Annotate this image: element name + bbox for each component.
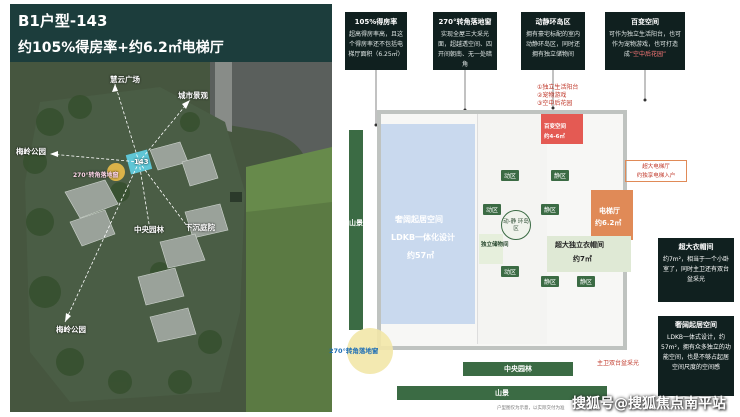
label-corner: 270°转角落地窗	[73, 172, 119, 179]
elevator-title: 电梯厅	[599, 207, 620, 215]
feature-body-text: 可作为独立生活阳台，也可作为宠物游戏，也可打造成	[608, 31, 681, 58]
wardrobe-box: 超大衣帽间 约7m²，相当于一个小卧室了，同时主卫还有双台盆采光	[658, 238, 734, 302]
side-box-body: LDKB一体式设计，约57m²，拥有众多独立的功能空间，也是不够占起居空间尺度的…	[661, 334, 731, 371]
left-panel: B1户型-143 约105%得房率+约6.2㎡电梯厅	[0, 0, 337, 417]
corner-window-label: 270°转角落地窗	[329, 347, 379, 355]
flex-note-1: ①独立生活阳台	[537, 84, 579, 91]
label-city-view: 城市景观	[178, 91, 208, 100]
flex-area: 约4-6㎡	[544, 134, 565, 140]
feature-highlight: “空中后花园”	[629, 51, 667, 58]
floor-plan: 奢阔起居空间 LDKB一体化设计 约57㎡ 电梯厅 约6.2㎡ 百变空间 约4-…	[377, 110, 633, 350]
label-sunken-court: 下沉庭院	[185, 223, 215, 232]
side-box-title: 超大衣帽间	[678, 243, 714, 251]
storage-label: 独立储物间	[481, 242, 509, 248]
zone-chip: 动区	[501, 170, 520, 181]
flex-note-3: ③空中后花园	[537, 100, 573, 107]
side-box-body: 约7m²，相当于一个小卧室了，同时主卫还有双台盆采光	[662, 256, 730, 283]
flex-note-2: ②宠物游戏	[537, 92, 567, 99]
side-box-title: 奢阔起居空间	[675, 321, 717, 329]
zone-chip: 静区	[577, 276, 596, 287]
zone-chip: 静区	[541, 204, 560, 215]
title-banner: B1户型-143 约105%得房率+约6.2㎡电梯厅	[10, 4, 332, 62]
watermark: 搜狐号@搜狐焦点南平站	[572, 396, 726, 412]
living-title: 奢阔起居空间	[395, 215, 443, 224]
corner-window-marker	[347, 328, 393, 374]
wardrobe-room	[547, 236, 631, 272]
feature-title: 270°转角落地窗	[438, 18, 492, 26]
label-square: 慧云广场	[110, 75, 140, 84]
flex-space-room	[541, 114, 583, 144]
feature-body: 拥有豪宅标配的室内动静环岛区，同时还拥有独立储物间	[525, 31, 580, 58]
label-plum-park-2: 梅岭公园	[56, 325, 86, 334]
label-plum-park: 梅岭公园	[16, 147, 46, 156]
feature-body: 可作为独立生活阳台，也可作为宠物游戏，也可打造成“空中后花园”	[605, 30, 685, 60]
feature-title: 百变空间	[631, 18, 659, 26]
feature-title: 动静环岛区	[535, 18, 571, 26]
feature-body: 实现全屋三大采光面，超越透空间、四开间朝南、无一处暗角	[437, 31, 492, 68]
feature-title: 105%得房率	[354, 18, 398, 26]
right-panel: 105%得房率 超高得房率高，且这个得房率还不包括电梯厅面积（6.25㎡） 27…	[329, 0, 740, 417]
site-map-graphic	[10, 62, 332, 412]
master-note: 主卫双台盆采光	[597, 360, 640, 367]
page-title: B1户型-143	[18, 12, 108, 30]
central-garden-bar: 中央园林	[463, 362, 573, 376]
feature-island: 动静环岛区 拥有豪宅标配的室内动静环岛区，同时还拥有独立储物间	[521, 12, 585, 70]
label-unit: 143	[134, 158, 149, 166]
flex-title: 百变空间	[544, 124, 567, 130]
living-zone	[381, 124, 475, 324]
feature-body: 超高得房率高，且这个得房率还不包括电梯厅面积（6.25㎡）	[348, 31, 404, 58]
living-box: 奢阔起居空间 LDKB一体式设计，约57m²，拥有众多独立的功能空间，也是不够占…	[658, 316, 734, 396]
zone-chip: 动区	[483, 204, 502, 215]
lift-note: 超大电梯厅 约独享电梯入户	[625, 160, 687, 182]
feature-corner-window: 270°转角落地窗 实现全屋三大采光面，超越透空间、四开间朝南、无一处暗角	[433, 12, 497, 70]
storage-room	[479, 234, 503, 264]
wardrobe-title: 超大独立衣帽间	[555, 241, 604, 249]
wardrobe-area: 约7㎡	[573, 255, 592, 263]
label-central-garden: 中央园林	[134, 225, 164, 234]
landscape-left: 山景	[349, 130, 363, 330]
elevator-hall	[591, 190, 633, 240]
center-island: 动-静 环岛区	[501, 210, 531, 240]
zone-chip: 静区	[551, 170, 570, 181]
living-area: 约57㎡	[407, 251, 435, 260]
landscape-bottom: 山景	[397, 386, 607, 400]
plan-footer: 户型图仅为示意，以实际交付为准	[497, 406, 565, 411]
feature-flex-space: 百变空间 可作为独立生活阳台，也可作为宠物游戏，也可打造成“空中后花园”	[605, 12, 685, 70]
living-sub: LDKB一体化设计	[391, 233, 456, 242]
elevator-area: 约6.2㎡	[595, 219, 622, 227]
site-map: 慧云广场 城市景观 梅岭公园 143 270°转角落地窗 中央园林 下沉庭院 梅…	[10, 62, 332, 412]
zone-chip: 动区	[501, 266, 520, 277]
page-subtitle: 约105%得房率+约6.2㎡电梯厅	[18, 40, 224, 56]
feature-efficiency: 105%得房率 超高得房率高，且这个得房率还不包括电梯厅面积（6.25㎡）	[345, 12, 407, 70]
zone-chip: 静区	[541, 276, 560, 287]
